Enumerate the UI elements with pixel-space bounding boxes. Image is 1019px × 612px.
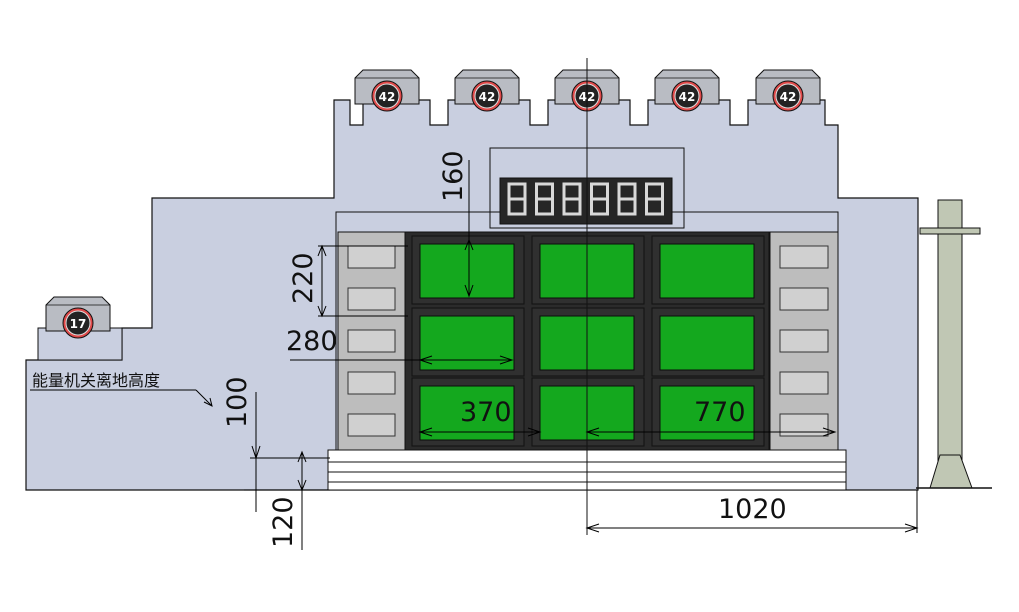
seven-segment-digit bbox=[590, 182, 609, 216]
seven-segment-digit bbox=[645, 182, 664, 216]
green-screen bbox=[419, 385, 515, 441]
side-slot bbox=[779, 329, 829, 353]
dim-370: 370 bbox=[460, 397, 512, 428]
turret-number: 42 bbox=[479, 90, 496, 104]
digit-display bbox=[499, 177, 673, 225]
dimension-lines bbox=[30, 160, 919, 550]
turret-number: 42 bbox=[379, 90, 396, 104]
height-label: 能量机关离地高度 bbox=[32, 371, 160, 390]
seven-segment-digit bbox=[562, 182, 582, 216]
green-screen bbox=[659, 385, 755, 441]
side-slot bbox=[347, 413, 396, 437]
turret-number: 42 bbox=[780, 90, 797, 104]
turret-number: 17 bbox=[70, 317, 87, 331]
side-slot bbox=[779, 371, 829, 395]
dim-280: 280 bbox=[286, 326, 338, 357]
green-screen bbox=[659, 315, 755, 371]
turret-4: 42 bbox=[654, 69, 720, 112]
side-slot bbox=[347, 371, 396, 395]
turret-2: 42 bbox=[454, 69, 520, 112]
left-turret-unit: 17 bbox=[45, 296, 111, 339]
side-slot bbox=[779, 413, 829, 437]
dim-220: 220 bbox=[288, 252, 319, 304]
side-slot bbox=[779, 245, 829, 269]
green-screen bbox=[659, 243, 755, 299]
right-post bbox=[916, 199, 992, 489]
dim-770: 770 bbox=[694, 397, 746, 428]
dim-1020: 1020 bbox=[718, 494, 787, 525]
green-screen bbox=[419, 315, 515, 371]
green-screens bbox=[411, 235, 765, 447]
left-turret: 17 bbox=[45, 296, 111, 339]
side-slot bbox=[347, 287, 396, 311]
side-slot bbox=[347, 329, 396, 353]
side-slot bbox=[347, 245, 396, 269]
seven-segment-digit bbox=[617, 182, 637, 216]
turret-5: 42 bbox=[755, 69, 821, 112]
dim-120: 120 bbox=[268, 496, 299, 548]
green-screen bbox=[419, 243, 515, 299]
seven-segment-digit bbox=[535, 182, 554, 216]
turret-1: 42 bbox=[354, 69, 420, 112]
side-slot bbox=[779, 287, 829, 311]
seven-segment-digit bbox=[507, 182, 527, 216]
dim-160: 160 bbox=[438, 150, 469, 202]
dim-100: 100 bbox=[222, 376, 253, 428]
turret-number: 42 bbox=[679, 90, 696, 104]
digit-display-frame bbox=[499, 177, 673, 225]
